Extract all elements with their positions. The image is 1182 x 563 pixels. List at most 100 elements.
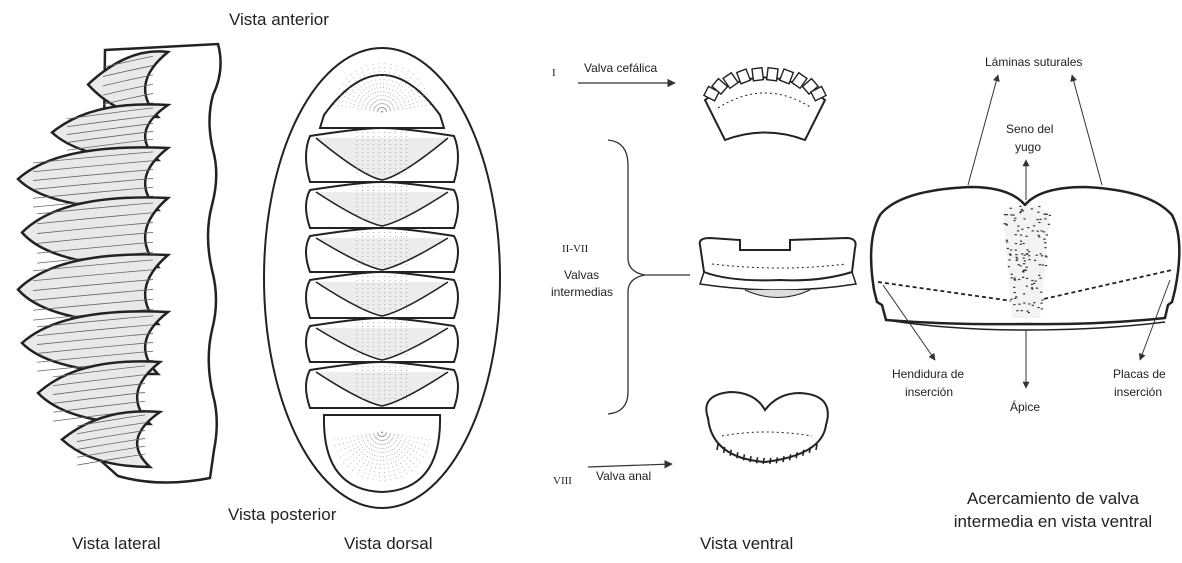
jugal-dot	[1023, 218, 1025, 219]
jugal-dot	[1025, 270, 1027, 271]
jugal-dot	[1016, 310, 1018, 311]
jugal-dot	[1046, 256, 1048, 257]
jugal-dot	[1028, 259, 1030, 260]
jugal-dot	[1006, 214, 1008, 215]
jugal-dot	[1018, 304, 1020, 305]
jugal-dot	[1018, 279, 1020, 280]
jugal-dot	[1020, 241, 1022, 242]
caption-dorsal: Vista dorsal	[344, 534, 433, 553]
jugal-dot	[1031, 280, 1033, 281]
jugal-dot	[1016, 257, 1018, 258]
label-apex: Ápice	[1010, 399, 1040, 414]
jugal-dot	[1013, 277, 1015, 278]
closeup-view: Láminas suturales Seno del yugo Hendidur…	[871, 55, 1179, 414]
jugal-dot	[1026, 278, 1028, 279]
jugal-dot	[1026, 267, 1028, 268]
label-sinus-line1: Seno del	[1006, 122, 1053, 136]
anal-tooth	[783, 456, 784, 462]
jugal-dot	[1040, 253, 1042, 254]
jugal-dot	[1048, 224, 1050, 225]
label-sutural-laminae: Láminas suturales	[985, 55, 1082, 69]
jugal-dot	[1026, 311, 1028, 312]
anal-tooth	[770, 458, 771, 464]
jugal-dot	[1021, 229, 1023, 230]
jugal-dot	[1034, 260, 1036, 261]
jugal-dot	[1044, 247, 1046, 248]
jugal-dot	[1008, 259, 1010, 260]
anal-tooth	[776, 457, 777, 463]
anal-tooth	[743, 454, 744, 460]
jugal-dot	[1014, 298, 1016, 299]
jugal-dot	[1031, 288, 1033, 289]
jugal-dot	[1042, 264, 1044, 265]
jugal-dot	[1044, 213, 1046, 214]
jugal-dot	[1041, 303, 1043, 304]
label-plates-line1: Placas de	[1113, 367, 1166, 381]
jugal-dot	[1021, 253, 1023, 254]
anal-tooth	[737, 452, 738, 458]
jugal-dot	[1049, 215, 1051, 216]
jugal-dot	[1026, 249, 1028, 250]
label-intermediate-line1: Valvas	[564, 268, 599, 282]
jugal-dot	[1023, 243, 1025, 244]
jugal-dot	[1023, 258, 1025, 259]
jugal-dot	[1011, 277, 1013, 278]
jugal-dot	[1014, 279, 1016, 280]
label-plates-line2: inserción	[1114, 385, 1162, 399]
anal-tooth	[803, 450, 804, 456]
jugal-dot	[1020, 234, 1022, 235]
numeral-intermediate: II-VII	[562, 243, 589, 255]
jugal-dot	[1006, 241, 1008, 242]
jugal-dot	[1010, 299, 1012, 300]
jugal-dot	[1010, 249, 1012, 250]
jugal-dot	[1037, 212, 1039, 213]
jugal-dot	[1022, 210, 1024, 211]
dorsal-valves	[306, 62, 458, 492]
jugal-dot	[1014, 218, 1016, 219]
jugal-dot	[1023, 293, 1025, 294]
jugal-dot	[1015, 243, 1017, 244]
jugal-dot	[1023, 263, 1025, 264]
jugal-dot	[1021, 310, 1023, 311]
anal-tooth	[724, 447, 725, 453]
jugal-dot	[1026, 253, 1028, 254]
jugal-dot	[1019, 206, 1021, 207]
label-cephalic-valve: Valva cefálica	[584, 61, 657, 75]
anal-tooth	[763, 458, 764, 464]
jugal-dot	[1014, 292, 1016, 293]
jugal-dot	[1041, 255, 1043, 256]
jugal-dot	[1020, 244, 1022, 245]
anal-tooth	[796, 452, 797, 458]
jugal-dot	[1004, 214, 1006, 215]
jugal-dot	[1043, 239, 1045, 240]
caption-closeup-line2: intermedia en vista ventral	[954, 512, 1152, 531]
jugal-dot	[1038, 206, 1040, 207]
arrow-sutural-right	[1072, 75, 1102, 185]
jugal-dot	[1026, 286, 1028, 287]
jugal-dot	[1031, 287, 1033, 288]
jugal-dot	[1016, 260, 1018, 261]
jugal-dot	[1010, 214, 1012, 215]
dorsal-view	[264, 48, 500, 508]
jugal-dot	[1039, 219, 1041, 220]
jugal-dot	[1009, 253, 1011, 254]
jugal-dot	[1008, 266, 1010, 267]
cephalic-tooth	[752, 68, 763, 81]
jugal-dot	[1037, 231, 1039, 232]
anal-tooth	[730, 450, 731, 456]
intermediate-bracket	[608, 140, 645, 414]
label-anal-valve: Valva anal	[596, 469, 651, 483]
jugal-dot	[1038, 275, 1040, 276]
jugal-dot	[1028, 255, 1030, 256]
jugal-dot	[1036, 288, 1038, 289]
jugal-dot	[1033, 225, 1035, 226]
jugal-dot	[1031, 284, 1033, 285]
cephalic-valve-ventral	[704, 68, 826, 140]
jugal-dot	[1038, 235, 1040, 236]
jugal-dot	[1041, 230, 1043, 231]
jugal-dot	[1028, 251, 1030, 252]
label-slit-line1: Hendidura de	[892, 367, 964, 381]
jugal-dot	[1028, 312, 1030, 313]
